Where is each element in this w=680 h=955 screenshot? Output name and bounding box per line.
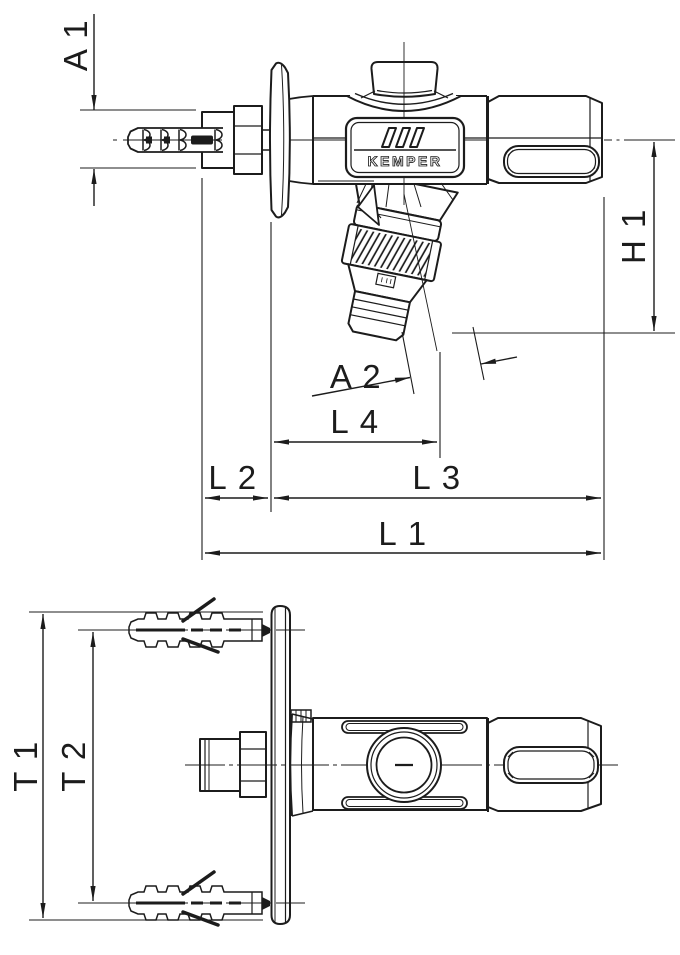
dimension-l4: L 4 <box>274 403 437 445</box>
drain-flap <box>357 184 380 226</box>
outlet-spout <box>340 170 459 342</box>
brand-stripe-icon <box>395 127 411 148</box>
dimension-l1: L 1 <box>205 515 601 556</box>
rosette-cone-plan <box>289 709 314 817</box>
handle-slot-plan <box>503 746 599 784</box>
hose-connector <box>347 290 411 342</box>
wall-rosette <box>269 61 291 219</box>
dim-label-t2: T 2 <box>55 740 92 792</box>
bottom-view <box>108 597 618 927</box>
top-cap <box>370 61 439 98</box>
dimension-a1: A 1 <box>57 14 196 206</box>
wall-anchor-plug-plan <box>128 597 270 654</box>
front-view: KEMPER <box>113 42 636 352</box>
brand-stripe-icon <box>381 127 397 148</box>
hex-fitting <box>233 105 263 175</box>
dim-label-h1: H 1 <box>615 208 652 264</box>
dimension-l2: L 2 <box>205 459 268 501</box>
dimension-t2: T 2 <box>55 632 96 901</box>
screw-head <box>262 624 270 637</box>
hex-nut <box>239 731 267 798</box>
bottom-center-lines <box>108 629 618 904</box>
wall-plug-assembly <box>124 61 314 219</box>
dimension-annotations-bottom: T 1 T 2 <box>7 611 263 921</box>
dimension-t1: T 1 <box>7 614 46 918</box>
mounting-plate <box>270 605 291 925</box>
dim-label-t1: T 1 <box>7 740 44 792</box>
valve-bonnet <box>346 42 462 205</box>
spout-axis-line <box>403 193 438 352</box>
handle <box>487 95 603 184</box>
dimension-a2: A 2 <box>311 326 518 397</box>
dim-label-l2: L 2 <box>208 459 257 496</box>
logo-plate <box>344 116 466 179</box>
dim-label-l3: L 3 <box>412 459 461 496</box>
dim-label-a2: A 2 <box>330 358 382 395</box>
dimension-l3: L 3 <box>274 459 601 501</box>
valve-body-plan <box>312 717 488 811</box>
dimension-h1: H 1 <box>452 139 675 334</box>
brand-name: KEMPER <box>368 153 443 169</box>
dim-label-a1: A 1 <box>57 19 94 71</box>
dimension-annotations-front: A 1 H 1 A 2 L 4 L 2 L 3 <box>57 14 675 560</box>
brand-stripe-icon <box>409 127 425 148</box>
kemper-logo-plate: KEMPER <box>344 116 466 226</box>
handle-plan <box>487 717 602 812</box>
dim-label-l4: L 4 <box>330 403 379 440</box>
dim-label-l1: L 1 <box>378 515 427 552</box>
dimension-extension-lines <box>201 178 605 560</box>
handle-slot <box>503 145 600 178</box>
screw-shaft <box>191 135 213 145</box>
inlet-connection <box>199 731 267 798</box>
